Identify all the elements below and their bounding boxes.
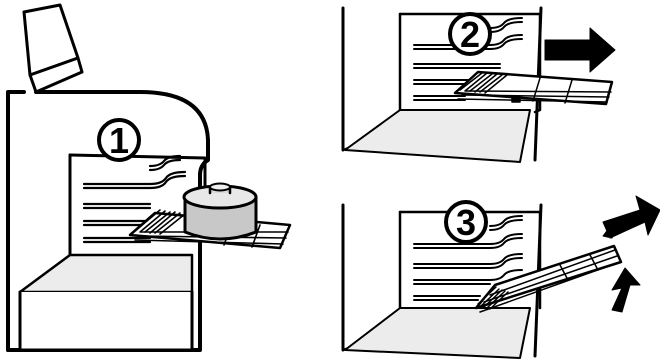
panel-step-1: 1	[6, 3, 292, 352]
oven-cavity-floor	[18, 253, 194, 294]
oven-rack-2	[453, 70, 614, 106]
step-2-number: 2	[460, 14, 480, 55]
step-1-number: 1	[109, 120, 129, 161]
panel-step-2: 2	[341, 6, 616, 163]
oven-body	[6, 90, 210, 352]
shelf-rails	[82, 154, 187, 244]
step-2-badge	[448, 12, 492, 56]
pull-out-arrow	[544, 27, 616, 73]
step-3-badge	[444, 200, 488, 244]
pot	[182, 182, 258, 241]
oven-rack-3	[474, 244, 623, 313]
tilt-arrow	[602, 195, 660, 239]
oven-cavity-floor-3	[344, 307, 531, 359]
shelf-rails-3	[413, 215, 523, 301]
panel-step-3: 3	[341, 195, 660, 359]
oven-cavity-floor-2	[344, 109, 531, 163]
step-3-number: 3	[456, 202, 476, 243]
step-1-badge	[97, 118, 141, 162]
shelf-rails-2	[413, 17, 523, 101]
push-up-arrow	[611, 267, 641, 313]
